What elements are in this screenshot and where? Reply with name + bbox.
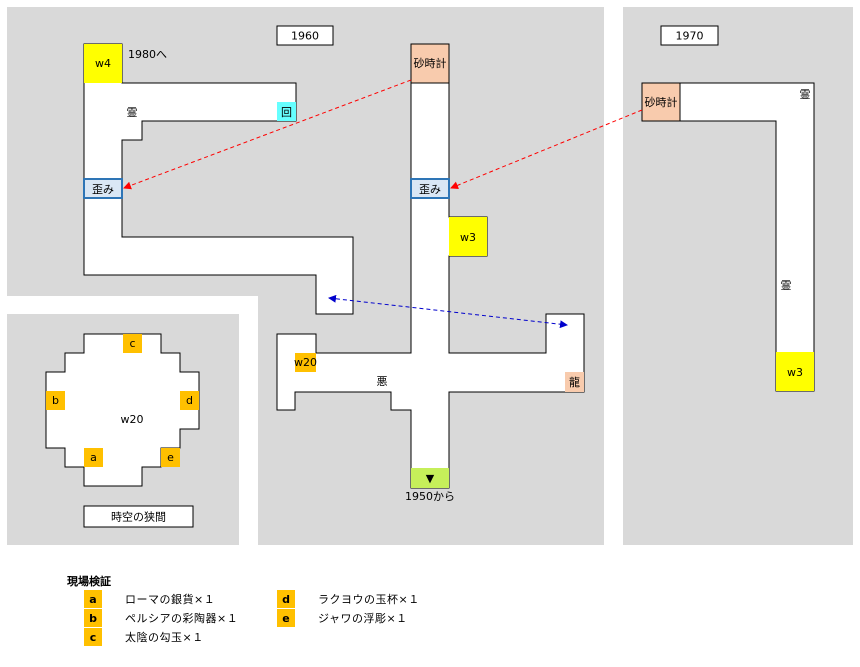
rotate-tile-label: 回 bbox=[281, 106, 292, 119]
legend-text-d: ラクヨウの玉杯×１ bbox=[318, 593, 420, 606]
warp-w3-a[interactable] bbox=[449, 217, 487, 256]
room-title-box bbox=[83, 505, 194, 528]
room-item-e-label: e bbox=[167, 451, 174, 464]
era-1960-label: 1960 bbox=[291, 30, 319, 43]
legend-text-c: 太陰の勾玉×１ bbox=[125, 631, 204, 644]
hourglass-a[interactable] bbox=[410, 43, 450, 84]
room-item-a-label: a bbox=[90, 451, 97, 464]
room-item-a[interactable] bbox=[84, 448, 103, 467]
legend-key-b: b bbox=[84, 609, 102, 627]
link-arrow-blue bbox=[328, 294, 568, 329]
spirit-a-label: 霊 bbox=[127, 106, 138, 119]
legend-key-e: e bbox=[277, 609, 295, 627]
warp-w4[interactable] bbox=[84, 44, 122, 83]
era-1970-label: 1970 bbox=[676, 30, 704, 43]
start-arrow-icon: ▼ bbox=[426, 472, 435, 485]
warp-w20-main[interactable] bbox=[295, 353, 316, 372]
warp-w3-a-label: w3 bbox=[460, 231, 476, 244]
warp-w4-label: w4 bbox=[95, 57, 111, 70]
room-title-label: 時空の狭間 bbox=[111, 510, 166, 524]
hourglass-a-label: 砂時計 bbox=[414, 56, 447, 70]
warp-arrow-hourglass-a bbox=[123, 79, 412, 190]
room-item-c[interactable] bbox=[123, 334, 142, 353]
room-item-d[interactable] bbox=[180, 391, 199, 410]
distortion-b[interactable] bbox=[410, 178, 450, 199]
legend-text-e: ジャワの浮彫×１ bbox=[318, 612, 408, 625]
rotate-tile[interactable] bbox=[277, 102, 296, 121]
evil-label: 悪 bbox=[377, 375, 388, 388]
hourglass-b[interactable] bbox=[641, 82, 681, 122]
warp-w3-b[interactable] bbox=[776, 352, 814, 391]
room-item-b[interactable] bbox=[46, 391, 65, 410]
legend-key-d: d bbox=[277, 590, 295, 608]
spirit-c-label: 霊 bbox=[781, 279, 792, 292]
room-item-d-label: d bbox=[186, 394, 193, 407]
warp-arrow-hourglass-b bbox=[450, 109, 643, 190]
void-room-items: c b d a e bbox=[46, 334, 199, 467]
distortion-a[interactable] bbox=[83, 178, 123, 199]
era-1970-box bbox=[660, 25, 719, 46]
room-item-e[interactable] bbox=[161, 448, 180, 467]
distortion-a-label: 歪み bbox=[92, 183, 114, 196]
legend-text-b: ペルシアの彩陶器×１ bbox=[125, 612, 239, 625]
dragon-tile[interactable] bbox=[565, 372, 584, 392]
legend-item-d: d ラクヨウの玉杯×１ bbox=[277, 590, 420, 608]
panel-1960 bbox=[7, 7, 604, 545]
legend-item-b: b ペルシアの彩陶器×１ bbox=[84, 609, 238, 627]
distortion-b-label: 歪み bbox=[419, 183, 441, 196]
legend-item-e: e ジャワの浮彫×１ bbox=[277, 609, 408, 627]
legend-key-a: a bbox=[84, 590, 102, 608]
room-item-c-label: c bbox=[129, 337, 135, 350]
from-1950-label: 1950から bbox=[405, 490, 455, 503]
warp-w3-b-label: w3 bbox=[787, 366, 803, 379]
era-1960-box bbox=[276, 25, 334, 46]
start-tile[interactable] bbox=[411, 468, 449, 488]
legend-key-c: c bbox=[84, 628, 102, 646]
legend-item-a: a ローマの銀貨×１ bbox=[84, 590, 215, 608]
hourglass-b-label: 砂時計 bbox=[645, 95, 678, 109]
legend-item-c: c 太陰の勾玉×１ bbox=[84, 628, 204, 646]
warp-w20-main-label: w20 bbox=[294, 356, 317, 369]
legend-text-a: ローマの銀貨×１ bbox=[125, 593, 216, 606]
dragon-label: 龍 bbox=[569, 375, 580, 389]
legend-title: 現場検証 bbox=[67, 575, 111, 588]
warp-w20-room-label: w20 bbox=[121, 413, 144, 426]
spirit-b-label: 霊 bbox=[800, 88, 811, 101]
room-item-b-label: b bbox=[52, 394, 59, 407]
to-1980-label: 1980へ bbox=[128, 48, 167, 61]
